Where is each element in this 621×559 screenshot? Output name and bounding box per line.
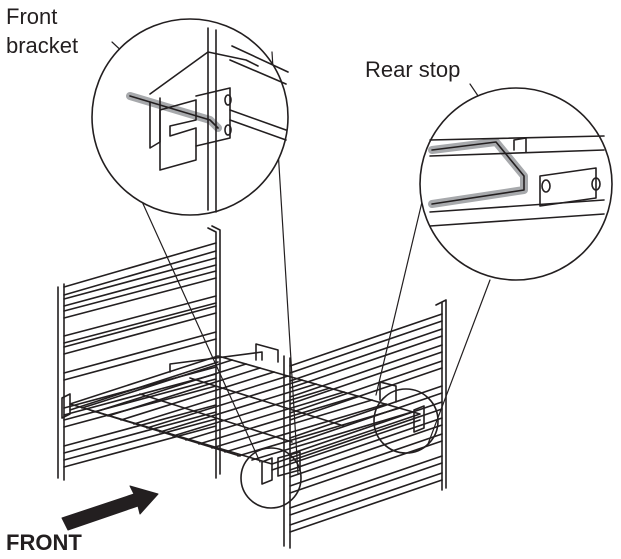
- callout-circles-small: [240, 388, 439, 509]
- front-bracket-magnified-view: [91, 18, 289, 216]
- oven-rack-shelf: [61, 343, 425, 485]
- front-bracket-label-line2: bracket: [6, 33, 79, 58]
- rear-stop-magnified-view: [419, 87, 613, 281]
- front-bracket-label-line1: Front: [6, 4, 58, 29]
- right-rack-side-ladder: [283, 299, 447, 549]
- rear-stop-label: Rear stop: [365, 57, 461, 82]
- front-arrow-icon: [61, 485, 159, 531]
- front-direction-label: FRONT: [6, 530, 82, 555]
